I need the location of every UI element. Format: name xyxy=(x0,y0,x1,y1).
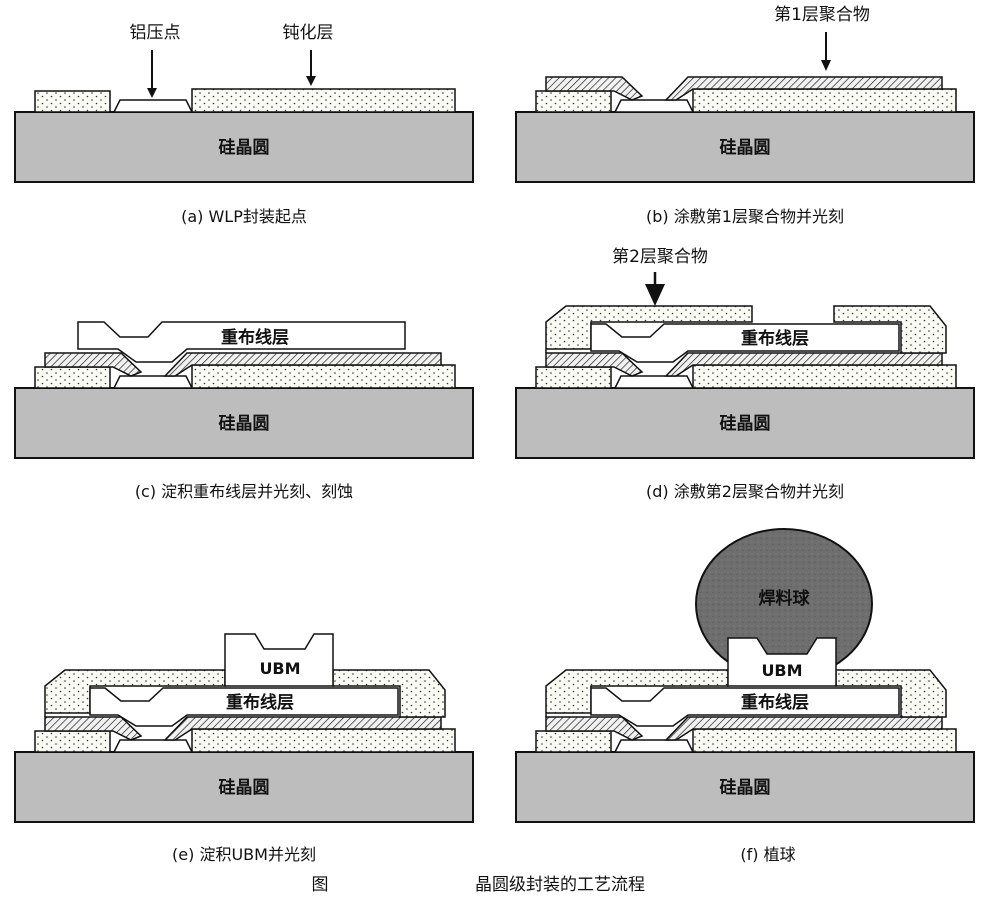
caption-a: (a) WLP封装起点 xyxy=(181,207,307,226)
aluminum-pad xyxy=(112,99,194,113)
rdl-label: 重布线层 xyxy=(741,692,809,713)
polymer-2-label: 第2层聚合物 xyxy=(612,247,708,267)
panel-b: 硅晶圆 第1层聚合物 (b) 涂敷第1层聚合物并光刻 xyxy=(515,5,975,226)
redistribution-layer xyxy=(590,323,900,363)
wafer xyxy=(14,387,474,459)
panel-a: 硅晶圆 铝压点 钝化层 (a) WLP封装起点 xyxy=(14,23,474,226)
polymer-layer-1 xyxy=(545,76,943,101)
wafer-label: 硅晶圆 xyxy=(720,413,771,434)
figure-prefix: 图 xyxy=(312,875,329,895)
redistribution-layer xyxy=(590,687,900,727)
wafer-label: 硅晶圆 xyxy=(219,413,270,434)
aluminum-pad xyxy=(613,739,695,753)
panel-e: 硅晶圆 重布线层 UBM (e) 淀积UBM并光刻 xyxy=(14,633,474,864)
passivation-layer xyxy=(535,88,957,113)
passivation-layer xyxy=(535,728,957,753)
passivation-label: 钝化层 xyxy=(283,23,334,43)
ubm-layer xyxy=(224,633,334,687)
wafer-label: 硅晶圆 xyxy=(219,777,270,798)
ubm-label: UBM xyxy=(259,659,300,678)
panel-f: 硅晶圆 重布线层 UBM 焊料球 (f) 植球 xyxy=(515,528,975,864)
wafer xyxy=(515,751,975,823)
wafer-label: 硅晶圆 xyxy=(720,777,771,798)
wafer xyxy=(14,111,474,183)
passivation-layer xyxy=(34,364,456,389)
caption-b: (b) 涂敷第1层聚合物并光刻 xyxy=(646,207,844,226)
rdl-label: 重布线层 xyxy=(221,327,289,348)
passivation-layer xyxy=(34,728,456,753)
passivation-arrowhead xyxy=(306,76,316,86)
polymer-layer-2 xyxy=(545,305,947,354)
wafer-label: 硅晶圆 xyxy=(720,137,771,158)
ubm-label: UBM xyxy=(761,661,802,680)
caption-c: (c) 淀积重布线层并光刻、刻蚀 xyxy=(135,482,353,501)
passivation-layer xyxy=(34,88,456,113)
aluminum-pad-label: 铝压点 xyxy=(130,23,181,43)
wafer xyxy=(14,751,474,823)
wafer xyxy=(515,387,975,459)
caption-f: (f) 植球 xyxy=(740,845,795,864)
aluminum-pad xyxy=(613,375,695,389)
aluminum-pad xyxy=(112,739,194,753)
wafer-label: 硅晶圆 xyxy=(219,137,270,158)
aluminum-pad-arrowhead xyxy=(147,88,157,98)
polymer-layer-1 xyxy=(44,352,442,377)
polymer-1-arrowhead xyxy=(821,60,831,71)
rdl-label: 重布线层 xyxy=(226,692,294,713)
panel-c: 硅晶圆 重布线层 (c) 淀积重布线层并光刻、刻蚀 xyxy=(14,321,474,501)
aluminum-pad xyxy=(112,375,194,389)
rdl-label: 重布线层 xyxy=(741,328,809,349)
ubm-layer xyxy=(727,637,837,687)
figure-title: 晶圆级封装的工艺流程 xyxy=(475,875,645,895)
caption-e: (e) 淀积UBM并光刻 xyxy=(172,845,316,864)
panel-d: 硅晶圆 重布线层 第2层聚合物 (d) 涂敷第2层聚合物并光刻 xyxy=(515,247,975,501)
solder-ball-label: 焊料球 xyxy=(759,588,811,609)
aluminum-pad xyxy=(613,99,695,113)
polymer-2-arrowhead xyxy=(645,284,665,306)
caption-d: (d) 涂敷第2层聚合物并光刻 xyxy=(646,482,844,501)
passivation-layer xyxy=(535,364,957,389)
redistribution-layer xyxy=(77,321,406,363)
polymer-1-label: 第1层聚合物 xyxy=(774,5,870,25)
redistribution-layer xyxy=(89,687,399,727)
